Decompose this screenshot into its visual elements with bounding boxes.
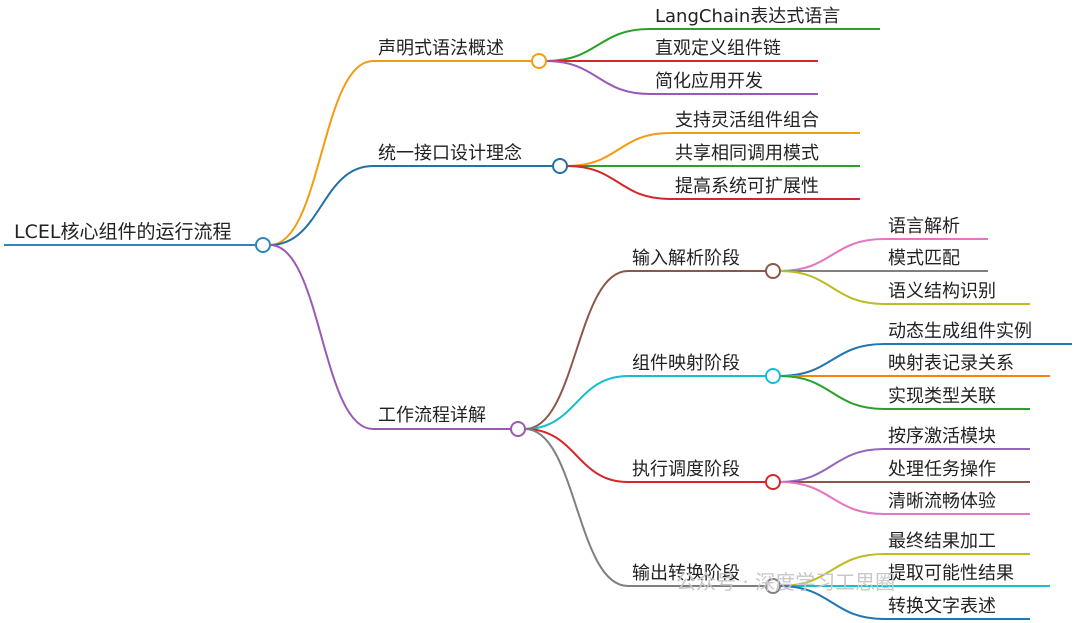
leaf-label: 最终结果加工 — [888, 531, 996, 552]
leaf-label: 提取可能性结果 — [888, 563, 1014, 584]
watermark: 公众号 · 深度学习工思圈 — [676, 570, 895, 594]
nodes-layer — [255, 53, 781, 594]
leaf-label: 直观定义组件链 — [655, 38, 781, 59]
leaf-connector — [779, 448, 885, 483]
stage-connector — [524, 375, 629, 430]
leaf-label: 清晰流畅体验 — [888, 491, 996, 512]
root-label: LCEL核心组件的运行流程 — [14, 221, 231, 243]
branch-node[interactable] — [552, 158, 568, 174]
branch-label-interface: 统一接口设计理念 — [378, 142, 522, 164]
stage-node[interactable] — [765, 263, 781, 279]
leaf-label: 语言解析 — [888, 216, 960, 237]
branch-label-syntax: 声明式语法概述 — [378, 38, 504, 59]
leaf-label: 按序激活模块 — [888, 426, 996, 447]
leaf-connector — [779, 553, 885, 587]
leaf-label: 动态生成组件实例 — [888, 321, 1032, 342]
leaf-label: 处理任务操作 — [888, 459, 996, 480]
leaf-connector — [545, 28, 651, 62]
stage-label-input: 输入解析阶段 — [632, 248, 740, 269]
root-node[interactable] — [255, 237, 271, 253]
stage-label-execution: 执行调度阶段 — [632, 459, 740, 480]
branch-label-workflow: 工作流程详解 — [378, 405, 486, 426]
stage-label-mapping: 组件映射阶段 — [632, 353, 740, 374]
leaf-label: 模式匹配 — [888, 248, 960, 269]
branch-connector — [269, 244, 374, 430]
leaf-label: 实现类型关联 — [888, 386, 996, 407]
leaf-connector — [779, 481, 885, 515]
stage-node[interactable] — [765, 368, 781, 384]
edges-layer — [4, 28, 1072, 620]
leaf-label: 提高系统可扩展性 — [675, 176, 819, 197]
stage-label-output: 输出转换阶段 — [632, 563, 740, 584]
leaf-label: 转换文字表述 — [888, 596, 996, 617]
leaf-connector — [566, 132, 671, 167]
branch-node[interactable] — [531, 53, 547, 69]
leaf-connector — [779, 270, 885, 305]
stage-connector — [524, 428, 629, 483]
branch-connector — [269, 60, 374, 246]
leaf-label: 共享相同调用模式 — [675, 143, 819, 164]
stage-connector — [524, 428, 629, 587]
leaf-connector — [566, 165, 671, 200]
stage-node[interactable] — [765, 474, 781, 490]
leaf-label: LangChain表达式语言 — [655, 6, 840, 27]
leaf-connector — [779, 585, 885, 620]
stage-connector — [524, 270, 629, 430]
leaf-connector — [545, 60, 651, 95]
leaf-label: 支持灵活组件组合 — [675, 110, 819, 131]
stage-node[interactable] — [765, 578, 781, 594]
leaf-label: 简化应用开发 — [655, 71, 763, 92]
branch-connector — [269, 165, 374, 246]
leaf-label: 语义结构识别 — [888, 281, 996, 302]
leaf-connector — [779, 343, 885, 377]
leaf-connector — [779, 238, 885, 272]
branch-node[interactable] — [510, 421, 526, 437]
leaf-connector — [779, 375, 885, 410]
leaf-label: 映射表记录关系 — [888, 353, 1014, 374]
